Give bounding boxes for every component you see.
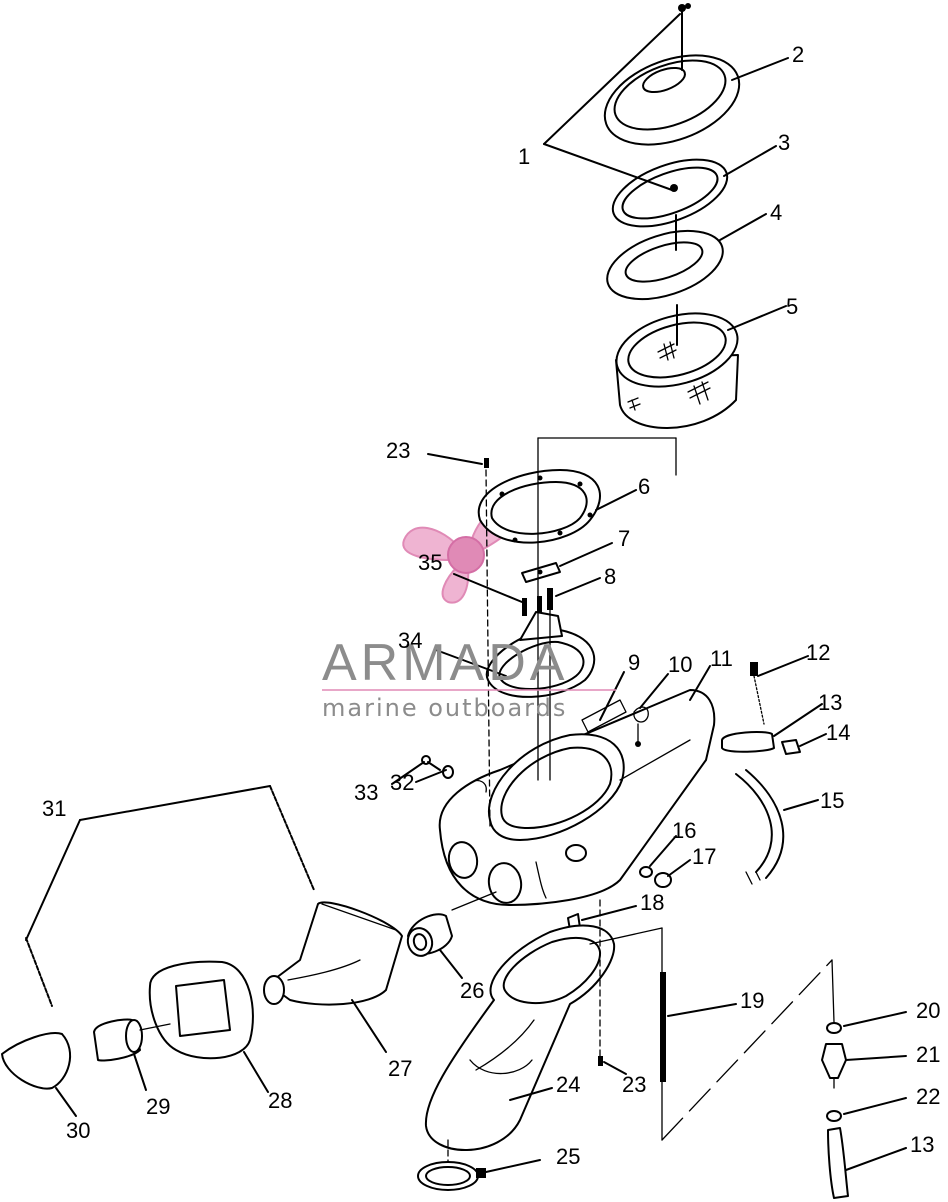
part-23-screw-lower	[598, 1056, 603, 1066]
label-14: 14	[826, 720, 850, 745]
part-17-nut	[654, 872, 672, 888]
label-27: 27	[388, 1056, 412, 1081]
part-21-fuel-filter	[821, 1043, 847, 1089]
part-22-washer	[826, 1110, 842, 1122]
label-15: 15	[820, 788, 844, 813]
label-22: 22	[916, 1084, 940, 1109]
label-18: 18	[640, 890, 664, 915]
label-23-lower: 23	[622, 1072, 646, 1097]
part-13-hose-lower	[827, 1127, 849, 1199]
watermark-brand: ARMADA	[322, 634, 568, 692]
part-28-boot	[148, 960, 254, 1060]
label-10: 10	[668, 652, 692, 677]
label-12: 12	[806, 640, 830, 665]
label-4: 4	[770, 200, 782, 225]
label-11: 11	[710, 646, 733, 671]
label-35: 35	[418, 550, 442, 575]
callout-labels: 1 2 3 4 5 6 7 8 9 10 11 12 13 14 15 16 1…	[42, 42, 940, 1169]
label-13-upper: 13	[818, 690, 842, 715]
part-26-grommet	[406, 913, 453, 957]
part-31-strap	[25, 785, 315, 1007]
part-23-screw-upper	[484, 458, 489, 468]
label-5: 5	[786, 294, 798, 319]
part-13-hose-upper	[721, 731, 775, 753]
part-12-screw	[750, 662, 765, 725]
part-11-airbox-body	[438, 689, 716, 906]
part-19-hose	[660, 972, 666, 1082]
part-27-funnel	[263, 901, 403, 1006]
label-32: 32	[390, 770, 414, 795]
label-1: 1	[518, 144, 530, 169]
part-5-filter-element	[615, 304, 739, 429]
part-3-gasket	[611, 158, 729, 228]
label-21: 21	[916, 1042, 940, 1067]
label-26: 26	[460, 978, 484, 1003]
part-33-bolt	[421, 755, 441, 771]
label-34: 34	[398, 628, 422, 653]
part-6-gasket-plate	[477, 469, 601, 544]
part-14-cap	[781, 739, 801, 755]
label-20: 20	[916, 998, 940, 1023]
leader-lines	[25, 13, 907, 1173]
label-13-lower: 13	[910, 1132, 934, 1157]
label-31: 31	[42, 796, 66, 821]
label-8: 8	[604, 564, 616, 589]
label-6: 6	[638, 474, 650, 499]
mounting-tab	[471, 779, 487, 793]
label-24: 24	[556, 1072, 580, 1097]
part-7-bracket	[521, 562, 561, 583]
part-32-washer	[442, 765, 454, 779]
part-4-seal	[606, 214, 724, 301]
part-34-adapter	[485, 611, 596, 698]
label-33: 33	[354, 780, 378, 805]
part-20-washer	[826, 1022, 842, 1034]
label-29: 29	[146, 1094, 170, 1119]
watermark-tagline: marine outboards	[322, 694, 567, 722]
label-3: 3	[778, 130, 790, 155]
label-28: 28	[268, 1088, 292, 1113]
label-9: 9	[628, 650, 640, 675]
part-24-intake-duct	[424, 924, 616, 1151]
part-25-clamp	[417, 1161, 486, 1191]
label-19: 19	[740, 988, 764, 1013]
label-7: 7	[618, 526, 630, 551]
part-15-drain-hose	[735, 769, 785, 885]
part-30-end-cap	[1, 1032, 72, 1090]
label-16: 16	[672, 818, 696, 843]
label-30: 30	[66, 1118, 90, 1143]
part-35-stud	[522, 596, 542, 616]
label-2: 2	[792, 42, 804, 67]
part-8-stud	[547, 588, 553, 610]
label-17: 17	[692, 844, 716, 869]
part-2-filter-cover	[603, 3, 741, 146]
label-25: 25	[556, 1144, 580, 1169]
part-29-tube	[93, 1018, 143, 1062]
assembly-lines	[139, 437, 835, 1163]
part-16-washer	[639, 866, 653, 878]
label-23-upper: 23	[386, 438, 410, 463]
